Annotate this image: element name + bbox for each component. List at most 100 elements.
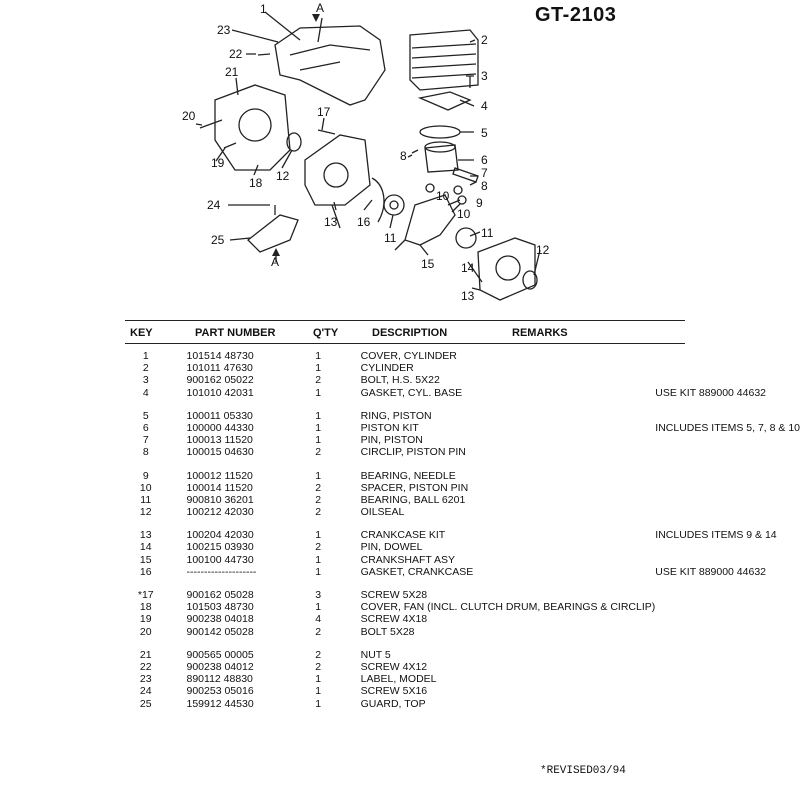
group-spacer bbox=[125, 518, 800, 529]
header-qty: Q'TY bbox=[313, 327, 339, 339]
cell-pn: -------------------- bbox=[186, 565, 257, 578]
cell-qty: 2 bbox=[315, 625, 322, 638]
cell-pn: 900162 05022 bbox=[186, 374, 254, 387]
callout-label: 23 bbox=[217, 23, 231, 37]
oilseal-left-drawing bbox=[286, 132, 302, 152]
cell-key: 5 bbox=[142, 409, 149, 422]
cell-qty: 1 bbox=[315, 469, 322, 482]
gasket-base-drawing bbox=[417, 91, 472, 111]
cell-desc: BOLT 5X28 bbox=[360, 625, 415, 638]
callout-label: 10 bbox=[457, 207, 471, 221]
cell-qty: 2 bbox=[315, 493, 322, 506]
spacer-cell bbox=[125, 638, 800, 649]
cell-desc: RING, PISTON bbox=[360, 409, 432, 422]
fan-cover-drawing bbox=[214, 84, 291, 171]
cell-rem bbox=[655, 673, 800, 685]
cell-qty: 1 bbox=[315, 362, 322, 375]
cell-rem bbox=[655, 374, 800, 386]
cell-rem bbox=[655, 541, 800, 553]
cell-qty: 2 bbox=[315, 481, 322, 494]
table-top-rule bbox=[125, 320, 685, 321]
cell-rem: USE KIT 889000 44632 bbox=[655, 565, 767, 578]
cell-qty: 1 bbox=[315, 673, 322, 686]
cell-key: 4 bbox=[142, 386, 149, 399]
diagram-callouts: 1 A 2 23 22 3 21 4 20 17 5 19 12 18 8 6 … bbox=[182, 1, 550, 303]
cell-desc: NUT 5 bbox=[360, 648, 391, 661]
cell-pn: 900565 00005 bbox=[186, 648, 254, 661]
callout-label: 24 bbox=[207, 198, 221, 212]
piston-ring-drawing bbox=[419, 125, 461, 139]
cell-key: 13 bbox=[139, 529, 152, 542]
cell-rem: INCLUDES ITEMS 9 & 14 bbox=[655, 529, 777, 542]
cell-desc: PIN, PISTON bbox=[360, 434, 423, 447]
group-spacer bbox=[125, 459, 800, 470]
cell-pn: 100100 44730 bbox=[186, 553, 254, 566]
callout-label: 8 bbox=[400, 149, 407, 163]
callout-label: 21 bbox=[225, 65, 239, 79]
cell-pn: 900810 36201 bbox=[186, 493, 254, 506]
crankcase-left-drawing bbox=[304, 134, 371, 206]
cell-pn: 100011 05330 bbox=[186, 409, 253, 422]
cell-key: 11 bbox=[140, 493, 152, 506]
cell-desc: PISTON KIT bbox=[360, 421, 419, 434]
arrow-a-top-icon bbox=[312, 14, 320, 22]
cell-desc: CYLINDER bbox=[360, 362, 414, 375]
spacer-cell bbox=[125, 399, 800, 410]
cell-qty: 3 bbox=[315, 589, 322, 601]
ball-bearing-left-drawing bbox=[383, 194, 405, 216]
crankcase-right-drawing bbox=[477, 237, 536, 301]
cell-pn: 101503 48730 bbox=[186, 601, 254, 614]
cell-key: 8 bbox=[142, 446, 149, 459]
cell-pn: 100000 44330 bbox=[186, 421, 254, 434]
callout-label: 25 bbox=[211, 233, 225, 247]
cell-key: 23 bbox=[139, 673, 152, 686]
callout-label: 4 bbox=[481, 99, 488, 113]
callout-label: A bbox=[271, 255, 279, 269]
cell-rem bbox=[655, 446, 800, 458]
header-key: KEY bbox=[130, 327, 153, 339]
callout-label: 18 bbox=[249, 176, 263, 190]
cell-key: 7 bbox=[142, 434, 149, 447]
callout-label: 19 bbox=[211, 156, 225, 170]
cell-key: 20 bbox=[139, 625, 152, 638]
cell-rem bbox=[655, 410, 800, 422]
callout-label: 12 bbox=[276, 169, 290, 183]
top-guard-drawing bbox=[247, 214, 299, 253]
callout-label: 10 bbox=[436, 189, 450, 203]
cell-rem bbox=[655, 506, 800, 518]
cell-key: 15 bbox=[139, 553, 152, 566]
cell-key: 16 bbox=[139, 565, 152, 578]
cell-desc: SCREW 4X18 bbox=[360, 613, 428, 626]
cell-pn: 900253 05016 bbox=[186, 685, 254, 698]
cell-qty: 1 bbox=[315, 565, 322, 578]
cell-pn: 900162 05028 bbox=[186, 589, 254, 601]
cell-qty: 2 bbox=[315, 506, 322, 519]
ball-bearing-right-drawing bbox=[455, 227, 477, 249]
spacer-cell bbox=[125, 459, 800, 470]
cell-key: 1 bbox=[142, 350, 149, 362]
cell-qty: 1 bbox=[315, 434, 322, 447]
spacer-cell bbox=[125, 518, 800, 529]
cell-qty: 1 bbox=[315, 409, 322, 422]
cell-key: *17 bbox=[137, 589, 154, 601]
cell-qty: 1 bbox=[315, 601, 322, 614]
cell-qty: 1 bbox=[315, 553, 322, 566]
cell-rem bbox=[655, 589, 800, 601]
oilseal-right-drawing bbox=[522, 270, 538, 290]
cell-qty: 2 bbox=[315, 446, 322, 459]
callout-label: 9 bbox=[476, 196, 483, 210]
callout-label: 13 bbox=[461, 289, 475, 303]
cell-pn: 900238 04012 bbox=[186, 660, 254, 673]
cell-rem bbox=[655, 434, 800, 446]
callout-label: 1 bbox=[260, 2, 267, 16]
cell-desc: SCREW 5X16 bbox=[360, 685, 428, 698]
cell-qty: 2 bbox=[315, 648, 322, 661]
